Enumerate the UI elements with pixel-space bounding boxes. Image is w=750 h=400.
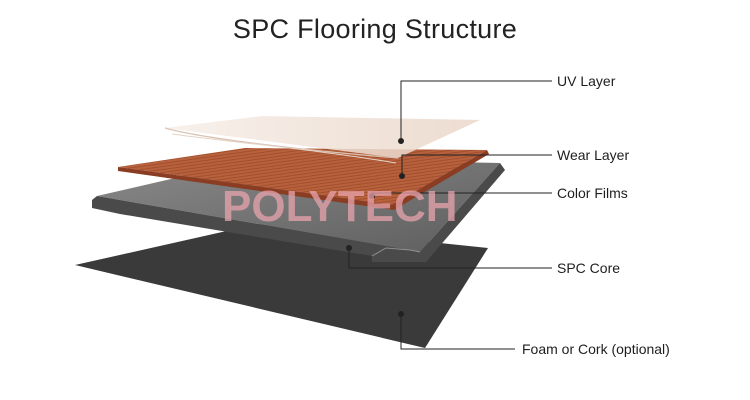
leader-color	[369, 192, 552, 199]
leader-foam	[398, 311, 515, 350]
label-wear-layer: Wear Layer	[557, 147, 630, 163]
click-lock-profile	[371, 247, 421, 257]
spc-core-edge-shape	[92, 163, 505, 262]
wear-layer-edge	[118, 150, 489, 210]
label-foam-cork: Foam or Cork (optional)	[522, 341, 670, 357]
label-uv-layer: UV Layer	[557, 73, 616, 89]
leader-wear	[399, 154, 552, 179]
watermark-text: POLYTECH	[222, 182, 458, 231]
label-spc-core: SPC Core	[557, 260, 621, 276]
leader-core	[346, 245, 552, 269]
label-color-films: Color Films	[557, 185, 628, 201]
uv-layer-curl	[164, 127, 399, 159]
leader-uv	[398, 80, 552, 144]
wear-layer-shape	[118, 148, 487, 205]
diagram-title: SPC Flooring Structure	[232, 14, 518, 44]
